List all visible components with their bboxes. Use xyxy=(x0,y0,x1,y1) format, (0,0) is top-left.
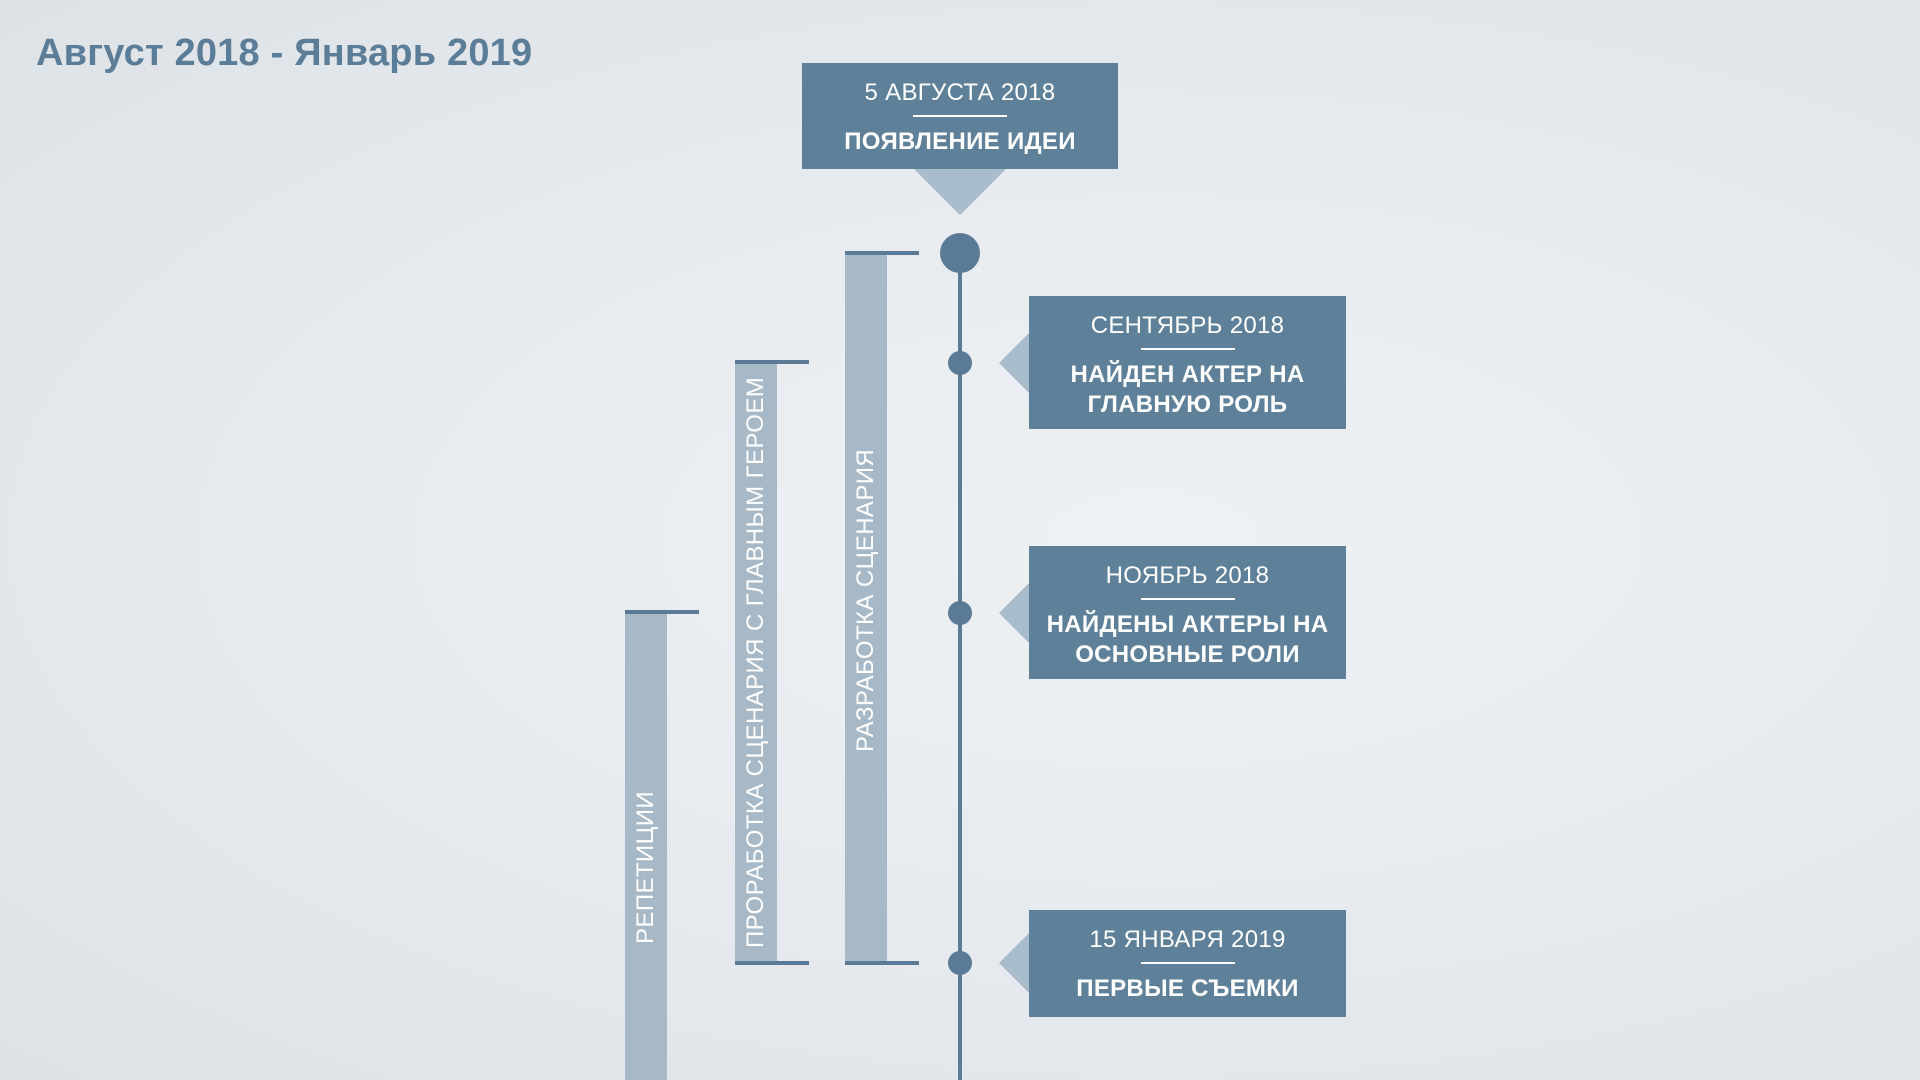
pointer-left-icon xyxy=(999,333,1029,393)
phase-cap-bottom xyxy=(845,961,919,965)
phase-cap-bottom xyxy=(735,961,809,965)
event-divider xyxy=(1140,962,1235,964)
pointer-left-icon xyxy=(999,583,1029,643)
event-date: СЕНТЯБРЬ 2018 xyxy=(1090,312,1285,339)
phase-label: РАЗРАБОТКА СЦЕНАРИЯ xyxy=(852,448,879,752)
event-title: ПОЯВЛЕНИЕ ИДЕИ xyxy=(844,128,1076,155)
timeline-dot xyxy=(948,601,972,625)
phase-bar-rehearsals xyxy=(625,614,667,1080)
timeline-dot xyxy=(948,351,972,375)
event-card-first-shooting: 15 ЯНВАРЯ 2019 ПЕРВЫЕ СЪЕМКИ xyxy=(1029,910,1346,1017)
phase-cap-top xyxy=(845,251,919,255)
phase-label: ПРОРАБОТКА СЦЕНАРИЯ С ГЛАВНЫМ ГЕРОЕМ xyxy=(742,376,769,948)
event-title: НАЙДЕН АКТЕР НА xyxy=(1070,361,1305,388)
phase-cap-top xyxy=(625,610,699,614)
event-title: НАЙДЕНЫ АКТЕРЫ НА xyxy=(1046,611,1329,638)
timeline-dot xyxy=(948,951,972,975)
event-title: ГЛАВНУЮ РОЛЬ xyxy=(1087,391,1288,418)
page-title: Август 2018 - Январь 2019 xyxy=(36,32,533,74)
event-divider xyxy=(913,115,1007,117)
event-card-main-actors: НОЯБРЬ 2018 НАЙДЕНЫ АКТЕРЫ НА ОСНОВНЫЕ Р… xyxy=(1029,546,1346,679)
phase-label: РЕПЕТИЦИИ xyxy=(632,790,659,944)
event-divider xyxy=(1140,348,1235,350)
event-card-idea: 5 АВГУСТА 2018 ПОЯВЛЕНИЕ ИДЕИ xyxy=(802,63,1118,169)
event-title: ОСНОВНЫЕ РОЛИ xyxy=(1075,641,1300,668)
pointer-down-icon xyxy=(914,169,1006,215)
timeline-start-dot xyxy=(940,233,980,273)
event-date: 15 ЯНВАРЯ 2019 xyxy=(1089,926,1286,953)
event-date: НОЯБРЬ 2018 xyxy=(1105,562,1270,589)
pointer-left-icon xyxy=(999,933,1029,993)
event-date: 5 АВГУСТА 2018 xyxy=(864,79,1056,106)
phase-bar-script-development xyxy=(845,255,887,962)
phase-bar-script-with-lead xyxy=(735,364,777,962)
event-divider xyxy=(1140,598,1235,600)
timeline-axis xyxy=(958,253,962,1080)
event-card-lead-actor: СЕНТЯБРЬ 2018 НАЙДЕН АКТЕР НА ГЛАВНУЮ РО… xyxy=(1029,296,1346,429)
event-title: ПЕРВЫЕ СЪЕМКИ xyxy=(1076,975,1299,1002)
phase-cap-top xyxy=(735,360,809,364)
